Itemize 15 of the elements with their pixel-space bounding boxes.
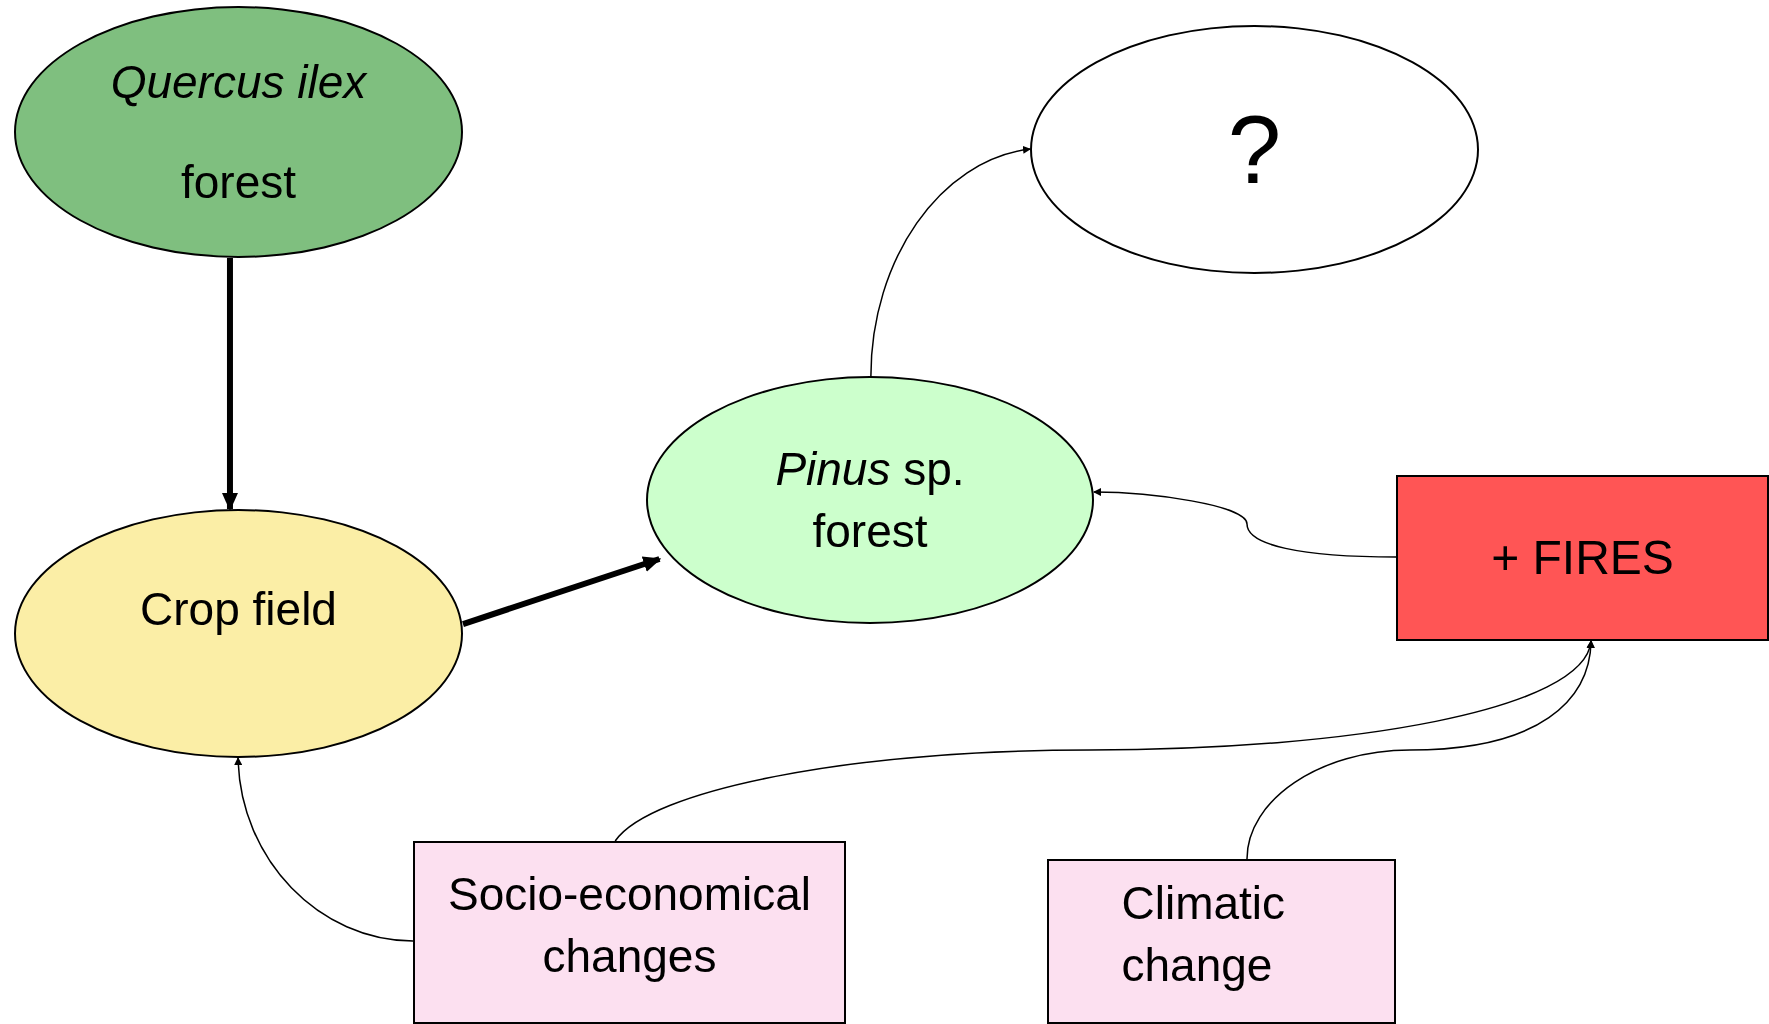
node-label: Climatic change (1121, 875, 1287, 993)
process-box (1047, 859, 1396, 1024)
arrow (1093, 488, 1397, 558)
node-label: Socio-economical changes (446, 866, 813, 984)
arrow (234, 757, 414, 942)
node-label: ? (1227, 101, 1282, 198)
node-label: Pinus sp. forest (774, 442, 966, 559)
node-label: Quercus ilex forest (109, 55, 369, 210)
arrow (870, 146, 1031, 377)
process-box (1396, 475, 1769, 641)
node-label: + FIRES (1491, 534, 1674, 582)
process-box (413, 841, 846, 1024)
arrow (1246, 640, 1595, 860)
arrow (462, 556, 662, 627)
arrow (221, 258, 238, 511)
